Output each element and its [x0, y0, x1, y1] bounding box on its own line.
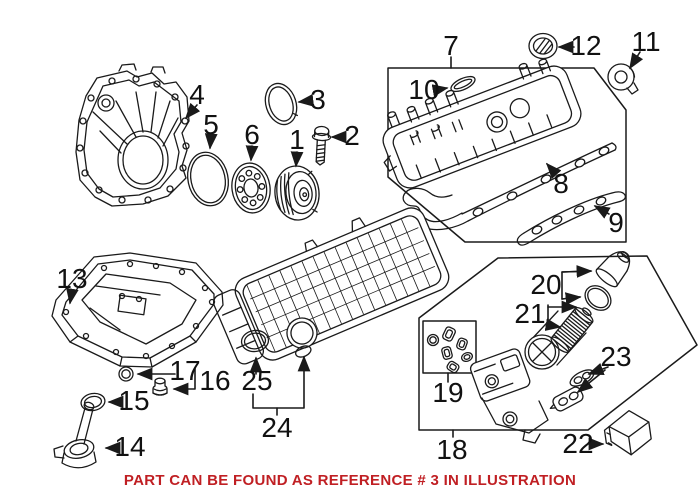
callout-6: 6: [244, 119, 260, 150]
callout-19: 19: [432, 377, 464, 408]
callout-16: 16: [199, 365, 231, 396]
part-intake-manifold-drawing: [205, 194, 456, 381]
callout-2: 2: [344, 120, 360, 151]
part-oring-17-drawing: [119, 367, 133, 381]
callout-1: 1: [289, 124, 305, 155]
part-oring-15-drawing: [80, 392, 107, 413]
part-oil-filter-housing-drawing: [469, 311, 586, 443]
seal-kit-box: [423, 321, 476, 373]
part-pulley-drawing: [272, 164, 321, 222]
part-profile-gasket-drawing: [449, 74, 477, 95]
callout-4: 4: [189, 79, 205, 110]
callout-25: 25: [241, 365, 273, 396]
part-oil-cap-drawing: [529, 34, 557, 59]
part-timing-cover-drawing: [76, 64, 189, 206]
callout-23: 23: [600, 341, 632, 372]
part-cap-11-drawing: [608, 64, 638, 94]
callout-21: 21: [514, 298, 546, 329]
callout-15: 15: [118, 385, 150, 416]
callout-11: 11: [631, 26, 661, 57]
part-bolt-drawing: [311, 126, 331, 165]
callout-12: 12: [570, 30, 602, 61]
part-hub-drawing: [229, 161, 274, 216]
callout-18: 18: [436, 434, 468, 465]
callout-5: 5: [203, 109, 219, 140]
callout-13: 13: [56, 263, 88, 294]
part-oil-cooler-drawing: [602, 408, 653, 458]
valve-cover-group-box: [388, 68, 626, 242]
callout-leaders: [66, 40, 644, 455]
oil-filter-group-box: [419, 256, 697, 430]
part-valve-cover-drawing: [368, 48, 585, 194]
part-oil-level-sensor-drawing: [54, 401, 96, 468]
part-cap-oring-drawing: [580, 281, 616, 316]
part-oring-25-drawing: [240, 329, 270, 354]
callout-8: 8: [553, 168, 569, 199]
callout-24: 24: [261, 412, 293, 443]
part-gasket-9-drawing: [517, 192, 625, 245]
part-seal-ring-3-drawing: [260, 79, 302, 128]
part-drain-plug-drawing: [153, 378, 167, 395]
part-seal-kit-drawing: [428, 326, 474, 374]
reference-note: PART CAN BE FOUND AS REFERENCE # 3 IN IL…: [123, 472, 577, 489]
callout-22: 22: [562, 428, 594, 459]
callout-3: 3: [310, 84, 326, 115]
callout-10: 10: [408, 74, 440, 105]
part-filter-cap-drawing: [594, 245, 637, 289]
part-oil-pan-drawing: [52, 253, 223, 367]
callout-20: 20: [530, 269, 562, 300]
valve-cover-bolt-towers: [387, 53, 559, 152]
callout-9: 9: [608, 207, 624, 238]
callout-14: 14: [114, 431, 146, 462]
part-seal-ring-5-drawing: [183, 148, 233, 209]
part-oil-filter-drawing: [549, 303, 597, 355]
callout-17: 17: [169, 355, 201, 386]
callout-7: 7: [443, 30, 459, 61]
